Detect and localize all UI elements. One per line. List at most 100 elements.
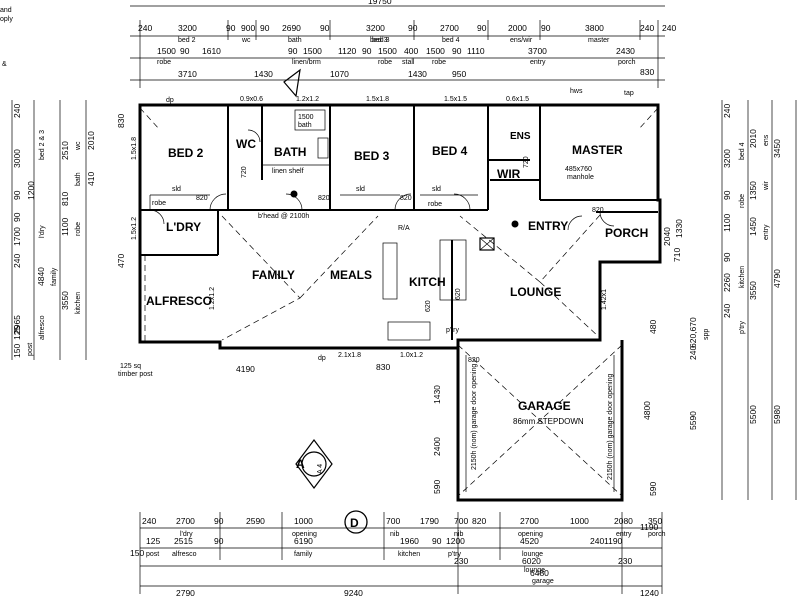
door-swings (149, 129, 615, 231)
small-dim: 720 (523, 156, 530, 168)
garage-dimensions: 4800 1430 2400 590 4190 830 (236, 362, 652, 494)
dim: 480 (648, 320, 658, 334)
window-size: 1.5x1.8 (366, 96, 389, 103)
dim: 125 (146, 536, 160, 546)
side-text-1: and (0, 7, 12, 14)
dim-label: family (294, 551, 313, 558)
dim: 1700 (12, 227, 22, 246)
small-dim: 820 (592, 207, 604, 214)
small-dim: 820 (196, 195, 208, 202)
dim: 240 (12, 104, 22, 118)
garage-door-note: 2150h (nom) garage door opening (607, 374, 614, 480)
stepdown-note: 86mm STEPDOWN (513, 417, 584, 426)
pantry-note: p'try (446, 327, 460, 334)
dim: 2700 (176, 516, 195, 526)
dim: 1200 (446, 536, 465, 546)
elevation-marker (344, 510, 368, 534)
dim-label: bed 3 (372, 37, 390, 44)
hws-note: hws (570, 88, 583, 95)
dim: 125 (12, 326, 22, 340)
dim-label: bed 4 (442, 37, 460, 44)
dim: 1000 (294, 516, 313, 526)
dim: 1190 (640, 522, 659, 532)
manhole-label: manhole (567, 174, 594, 181)
dim: 90 (214, 516, 224, 526)
window-size: 0.9x0.6 (240, 96, 263, 103)
dim-label: opening (292, 531, 317, 538)
dim-label: opening (518, 531, 543, 538)
dim: 3200 (178, 23, 197, 33)
dim: 90 (180, 46, 190, 56)
dim: 3550 (748, 281, 758, 300)
dim: 2515 (174, 536, 193, 546)
dim: 90 (722, 252, 732, 262)
room-garage: GARAGE (518, 399, 571, 413)
small-dim: 820 (468, 357, 480, 364)
dim: 830 (376, 362, 390, 372)
dim: 1500 (378, 46, 397, 56)
dim: 1350 (748, 181, 758, 200)
dim-label: bed 4 (739, 142, 746, 160)
left-dimensions: 240 3000 90 1200 90 1700 240 4840 2965 1… (11, 100, 126, 360)
dim: 2510 (60, 141, 70, 160)
dim-label: master (588, 37, 610, 44)
dim: 6020 (522, 556, 541, 566)
dim: 1500 (426, 46, 445, 56)
dim: 5500 (748, 405, 758, 424)
dim-label: wc (241, 37, 251, 44)
dim: 240 (12, 254, 22, 268)
smoke-detector-icon (511, 220, 519, 228)
dim-label: ens (763, 134, 770, 146)
dim-label: stall (402, 59, 415, 66)
dim-label: lounge (524, 567, 545, 574)
dim-label: kitchen (398, 551, 420, 558)
room-lounge: LOUNGE (510, 285, 561, 299)
dim: 1240 (640, 588, 659, 598)
dim: 240 (688, 346, 698, 360)
dim: 90 (408, 23, 418, 33)
dim: 3450 (772, 139, 782, 158)
dim: 240 (722, 304, 732, 318)
dim-label: robe (157, 59, 171, 66)
dim: 2700 (520, 516, 539, 526)
dim: 3200 (366, 23, 385, 33)
dim: 2965 (12, 315, 22, 334)
room-family: FAMILY (252, 268, 295, 282)
dim: 240 (138, 23, 152, 33)
dim: 830 (116, 114, 126, 128)
dim-label: lounge (522, 551, 543, 558)
dim: 2590 (246, 516, 265, 526)
dim-label: bed 3 (370, 37, 388, 44)
dim: 2010 (86, 131, 96, 150)
dp-note: dp (166, 97, 174, 104)
dim: 2690 (282, 23, 301, 33)
dim-label: wc (75, 141, 82, 151)
dim: 810 (60, 192, 70, 206)
dim: 350 (648, 516, 662, 526)
dim: 9240 (344, 588, 363, 598)
room-wir: WIR (497, 167, 521, 181)
dim-label: spp (703, 329, 710, 340)
dim: 90 (12, 190, 22, 200)
dim-label: post (146, 551, 159, 558)
dim-label: porch (618, 59, 636, 66)
dim: 4840 (36, 267, 46, 286)
dim: 5980 (772, 405, 782, 424)
dim: 1190 (604, 536, 623, 546)
window-size: 1.5x1.8 (131, 137, 138, 160)
dim-label: wir (763, 180, 770, 191)
dim: 1110 (467, 46, 485, 56)
room-bed2: BED 2 (168, 146, 204, 160)
dim-label: garage (532, 578, 554, 585)
bottom-dimensions: 240 2700 90 2590 1000 700 1790 700 820 2… (130, 512, 666, 598)
manhole-icon (479, 237, 495, 251)
dim: 240 (662, 23, 676, 33)
sld-note: sld (432, 186, 441, 193)
dim-label: bath (75, 172, 82, 186)
dim-label: bed 2 & 3 (39, 130, 46, 160)
dim: 1960 (400, 536, 419, 546)
room-ens: ENS (510, 131, 531, 142)
dim-label: porch (648, 531, 666, 538)
dim: 6480 (530, 568, 549, 578)
dim-label: robe (75, 222, 82, 236)
